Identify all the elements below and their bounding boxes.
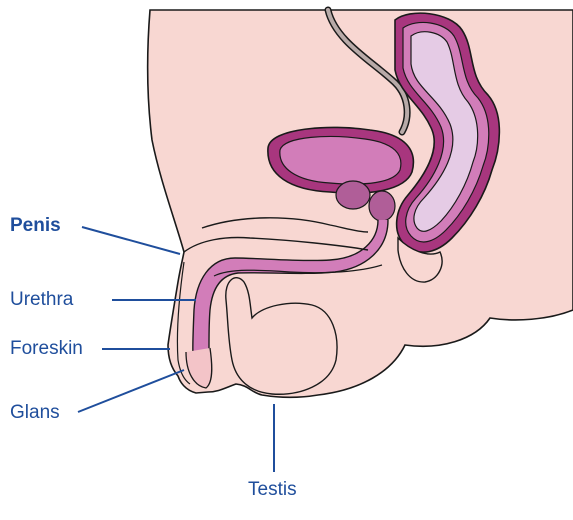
label-foreskin: Foreskin [10, 339, 83, 358]
label-urethra: Urethra [10, 290, 73, 309]
penis-leader-line [82, 227, 180, 254]
prostate [369, 191, 395, 221]
seminal-vesicle [336, 181, 370, 209]
label-penis: Penis [10, 216, 61, 235]
label-testis: Testis [248, 480, 297, 499]
label-glans: Glans [10, 403, 60, 422]
glans-leader-line [78, 370, 184, 412]
